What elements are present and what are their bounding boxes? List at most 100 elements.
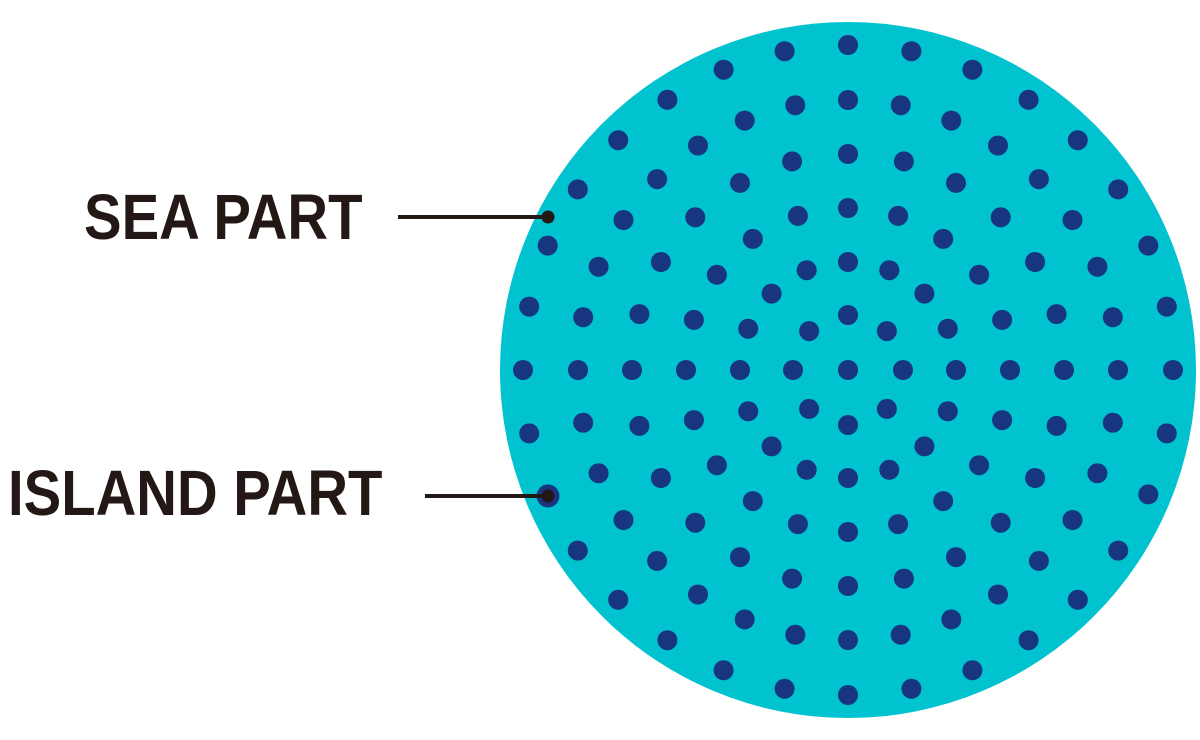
island-dot — [730, 547, 750, 568]
island-dot — [888, 514, 909, 535]
island-dot — [1087, 256, 1108, 277]
island-dot — [946, 172, 966, 193]
island-dot — [613, 210, 634, 230]
island-dot — [838, 468, 858, 488]
island-dot — [1163, 360, 1183, 380]
island-dot — [1102, 412, 1123, 433]
island-dot — [879, 260, 900, 281]
island-dot — [608, 130, 629, 151]
island-dot — [782, 568, 803, 589]
island-dot — [787, 514, 808, 535]
island-dot — [588, 463, 609, 484]
island-dot — [796, 459, 817, 480]
island-dot — [537, 235, 558, 256]
island-dot — [838, 252, 858, 272]
island-dot — [567, 179, 588, 200]
island-dot — [688, 584, 708, 605]
island-dot — [969, 264, 990, 285]
island-dot — [774, 41, 795, 62]
island-dot — [734, 110, 755, 131]
island-dot — [567, 540, 588, 561]
island-dot — [1156, 296, 1177, 317]
island-dot — [962, 660, 983, 681]
island-dot — [879, 459, 900, 480]
island-dot — [713, 59, 734, 80]
island-dot — [990, 207, 1011, 228]
island-dot — [1018, 89, 1039, 110]
island-dot — [1000, 360, 1020, 380]
island-dot — [761, 283, 782, 304]
island-dot — [774, 678, 795, 699]
island-dot — [901, 678, 922, 699]
island-dot — [1156, 423, 1177, 444]
island-dot — [992, 309, 1013, 330]
island-dot — [941, 609, 962, 630]
island-dot — [838, 35, 858, 55]
island-dot — [893, 568, 914, 589]
island-dot — [713, 660, 734, 681]
island-dot — [838, 522, 858, 542]
island-dot — [838, 685, 858, 705]
island-dot — [799, 321, 820, 342]
island-dot — [1025, 468, 1046, 488]
island-dot — [937, 401, 958, 422]
island-dot — [1062, 210, 1083, 230]
island-part-label: ISLAND PART — [8, 457, 383, 529]
island-dot — [787, 205, 808, 226]
island-dot — [876, 321, 897, 342]
island-dot — [783, 360, 803, 380]
island-dot — [838, 576, 858, 596]
island-dot — [893, 151, 914, 172]
island-dot — [876, 398, 897, 419]
island-dot — [573, 307, 594, 328]
island-dot — [738, 318, 759, 339]
island-dot — [1046, 415, 1067, 436]
island-dot — [1108, 540, 1129, 561]
island-dot — [946, 547, 966, 568]
island-dot — [1046, 304, 1067, 325]
island-dot — [992, 410, 1013, 431]
island-dot — [730, 360, 750, 380]
island-dot — [519, 423, 540, 444]
island-dot — [676, 360, 696, 380]
island-dot — [785, 95, 806, 116]
island-dot — [519, 296, 540, 317]
island-dot — [657, 89, 678, 110]
island-dot — [888, 205, 909, 226]
island-dot — [730, 172, 750, 193]
island-dot — [799, 398, 820, 419]
island-dot — [893, 360, 913, 380]
island-dot — [838, 360, 858, 380]
island-dot — [890, 95, 911, 116]
island-dot — [901, 41, 922, 62]
island-dot — [573, 412, 594, 433]
island-dot — [742, 228, 763, 249]
island-dot — [629, 304, 650, 325]
island-dot — [1028, 550, 1049, 571]
island-dot — [1138, 484, 1159, 505]
island-dot — [742, 491, 763, 512]
island-dot — [738, 401, 759, 422]
island-dot — [946, 360, 966, 380]
island-dot — [1102, 307, 1123, 328]
island-dot — [647, 169, 668, 190]
island-dot — [588, 256, 609, 277]
island-dot — [838, 630, 858, 650]
island-dot — [1054, 360, 1074, 380]
island-dot — [1067, 130, 1088, 151]
island-dot — [962, 59, 983, 80]
island-dot — [988, 135, 1008, 156]
island-dot — [650, 468, 671, 488]
island-dot — [1108, 360, 1128, 380]
island-dot — [513, 360, 533, 380]
island-dot — [622, 360, 642, 380]
island-dot — [608, 589, 629, 610]
island-dot — [838, 305, 858, 325]
island-dot — [657, 630, 678, 651]
island-dot — [650, 252, 671, 272]
island-dot — [969, 455, 990, 476]
island-pointer-dot — [541, 489, 555, 503]
island-dot — [941, 110, 962, 131]
